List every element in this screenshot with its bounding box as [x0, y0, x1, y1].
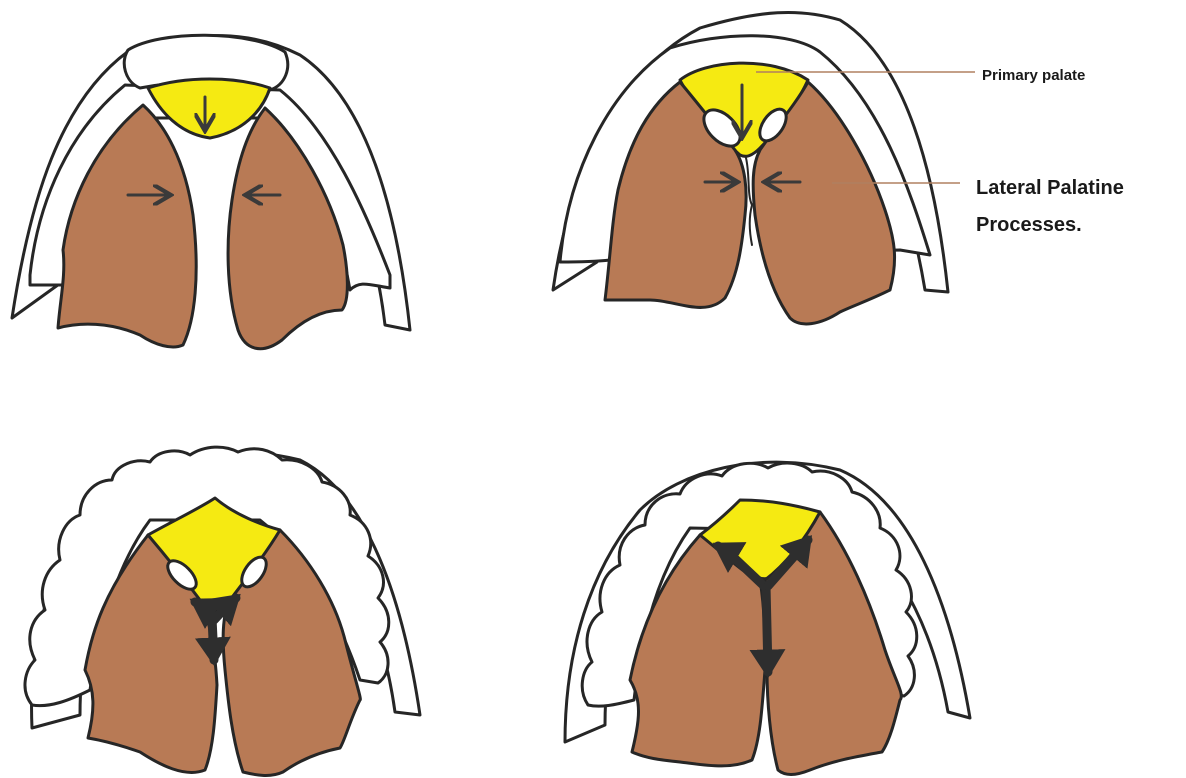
panel-stage-2: [553, 12, 975, 324]
fusion-arrow-stem: [766, 586, 768, 672]
panel-stage-4: [565, 462, 970, 774]
panel-stage-1: [12, 35, 410, 348]
label-lateral-palatine-line2: Processes.: [976, 214, 1082, 236]
panel-stage-3: [25, 447, 420, 775]
label-primary-palate: Primary palate: [982, 67, 1085, 84]
label-lateral-palatine-line1: Lateral Palatine: [976, 177, 1124, 199]
